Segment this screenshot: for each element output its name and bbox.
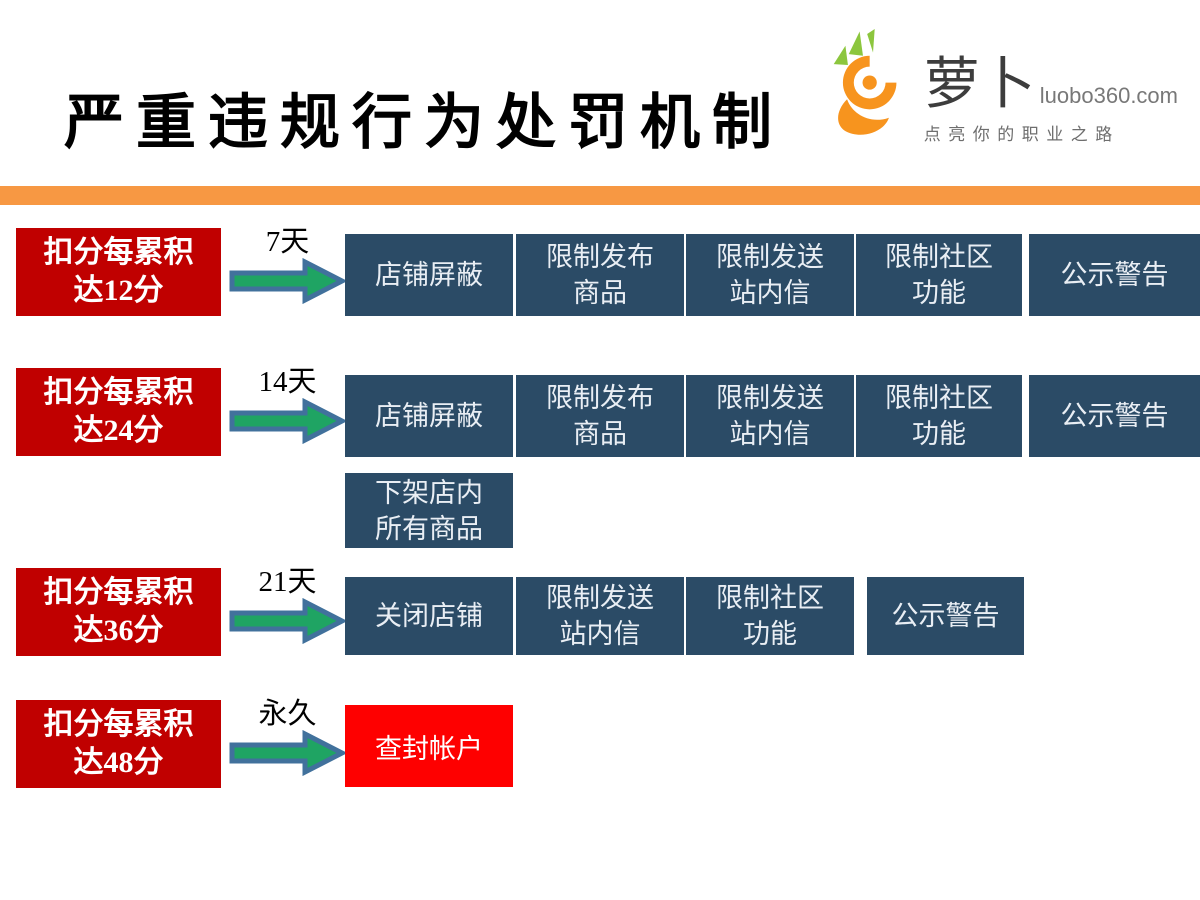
logo-slogan: 点亮你的职业之路 — [923, 125, 1120, 144]
trigger-line: 达48分 — [73, 746, 164, 779]
trigger-line: 扣分每累积 — [43, 708, 194, 741]
penalty-line: 限制社区 — [716, 583, 824, 613]
carrot-logo-icon — [833, 29, 897, 135]
penalty-box-close-shop: 关闭店铺 — [345, 577, 513, 655]
arrow-right-icon — [229, 598, 346, 644]
logo-text: 萝卜 luobo360.com 点亮你的职业之路 — [924, 56, 1178, 145]
penalty-line: 公示警告 — [891, 601, 1000, 631]
penalty-line: 限制发送 — [716, 383, 824, 413]
trigger-box-48-points: 扣分每累积 达48分 — [16, 700, 221, 788]
trigger-box-24-points: 扣分每累积 达24分 — [16, 368, 221, 456]
penalty-line: 限制社区 — [885, 242, 993, 272]
trigger-line: 扣分每累积 — [43, 576, 194, 609]
penalty-line: 限制发送 — [716, 242, 824, 272]
penalty-box-limit-messages: 限制发送 站内信 — [686, 234, 854, 316]
logo-brand: 萝卜 — [923, 52, 1036, 115]
trigger-box-12-points: 扣分每累积 达12分 — [16, 228, 221, 316]
penalty-box-limit-community: 限制社区 功能 — [856, 375, 1022, 457]
penalty-line: 店铺屏蔽 — [375, 260, 483, 290]
arrow-right-icon — [229, 398, 346, 444]
arrow-right-icon — [229, 730, 346, 776]
penalty-box-limit-listing: 限制发布 商品 — [516, 375, 684, 457]
penalty-line: 限制发布 — [546, 383, 654, 413]
arrow-group-14days: 14天 — [229, 366, 346, 444]
trigger-line: 扣分每累积 — [43, 376, 194, 409]
penalty-line: 下架店内 — [375, 477, 483, 508]
penalty-box-shop-blocked: 店铺屏蔽 — [345, 375, 513, 457]
penalty-line: 商品 — [573, 419, 627, 449]
trigger-line: 达24分 — [73, 414, 164, 447]
penalty-line: 功能 — [912, 278, 966, 308]
penalty-line: 商品 — [573, 278, 627, 308]
penalty-box-public-warning: 公示警告 — [867, 577, 1024, 655]
logo-domain: luobo360.com — [1039, 83, 1178, 108]
penalty-line: 站内信 — [729, 278, 811, 308]
penalty-box-limit-listing: 限制发布 商品 — [516, 234, 684, 316]
trigger-line: 扣分每累积 — [43, 236, 194, 269]
penalty-box-public-warning: 公示警告 — [1029, 234, 1200, 316]
penalty-box-delist-all-items: 下架店内 所有商品 — [345, 473, 513, 548]
penalty-box-limit-community: 限制社区 功能 — [856, 234, 1022, 316]
duration-label: 永久 — [258, 698, 317, 730]
penalty-box-limit-messages: 限制发送 站内信 — [686, 375, 854, 457]
penalty-box-seal-account: 查封帐户 — [345, 705, 513, 787]
duration-label: 14天 — [258, 366, 317, 398]
penalty-box-limit-community: 限制社区 功能 — [686, 577, 854, 655]
penalty-line: 站内信 — [559, 619, 641, 649]
penalty-line: 限制社区 — [885, 383, 993, 413]
penalty-line: 公示警告 — [1060, 401, 1169, 431]
duration-label: 21天 — [258, 566, 317, 598]
arrow-group-21days: 21天 — [229, 566, 346, 644]
trigger-line: 达36分 — [73, 614, 164, 647]
penalty-line: 限制发送 — [546, 583, 654, 613]
arrow-group-permanent: 永久 — [229, 698, 346, 776]
page-title: 严重违规行为处罚机制 — [64, 89, 784, 156]
duration-label: 7天 — [265, 226, 310, 258]
penalty-box-shop-blocked: 店铺屏蔽 — [345, 234, 513, 316]
penalty-line: 功能 — [912, 419, 966, 449]
penalty-line: 所有商品 — [375, 513, 483, 544]
logo: 萝卜 luobo360.com 点亮你的职业之路 — [822, 18, 1178, 158]
penalty-line: 关闭店铺 — [375, 601, 483, 631]
penalty-line: 功能 — [743, 619, 797, 649]
penalty-line: 限制发布 — [546, 242, 654, 272]
arrow-right-icon — [229, 258, 346, 304]
penalty-line: 查封帐户 — [375, 733, 483, 764]
accent-bar — [0, 186, 1200, 205]
arrow-group-7days: 7天 — [229, 226, 346, 304]
trigger-box-36-points: 扣分每累积 达36分 — [16, 568, 221, 656]
penalty-line: 公示警告 — [1060, 260, 1169, 290]
penalty-box-limit-messages: 限制发送 站内信 — [516, 577, 684, 655]
penalty-line: 店铺屏蔽 — [375, 401, 483, 431]
trigger-line: 达12分 — [73, 274, 164, 307]
penalty-box-public-warning: 公示警告 — [1029, 375, 1200, 457]
penalty-line: 站内信 — [729, 419, 811, 449]
